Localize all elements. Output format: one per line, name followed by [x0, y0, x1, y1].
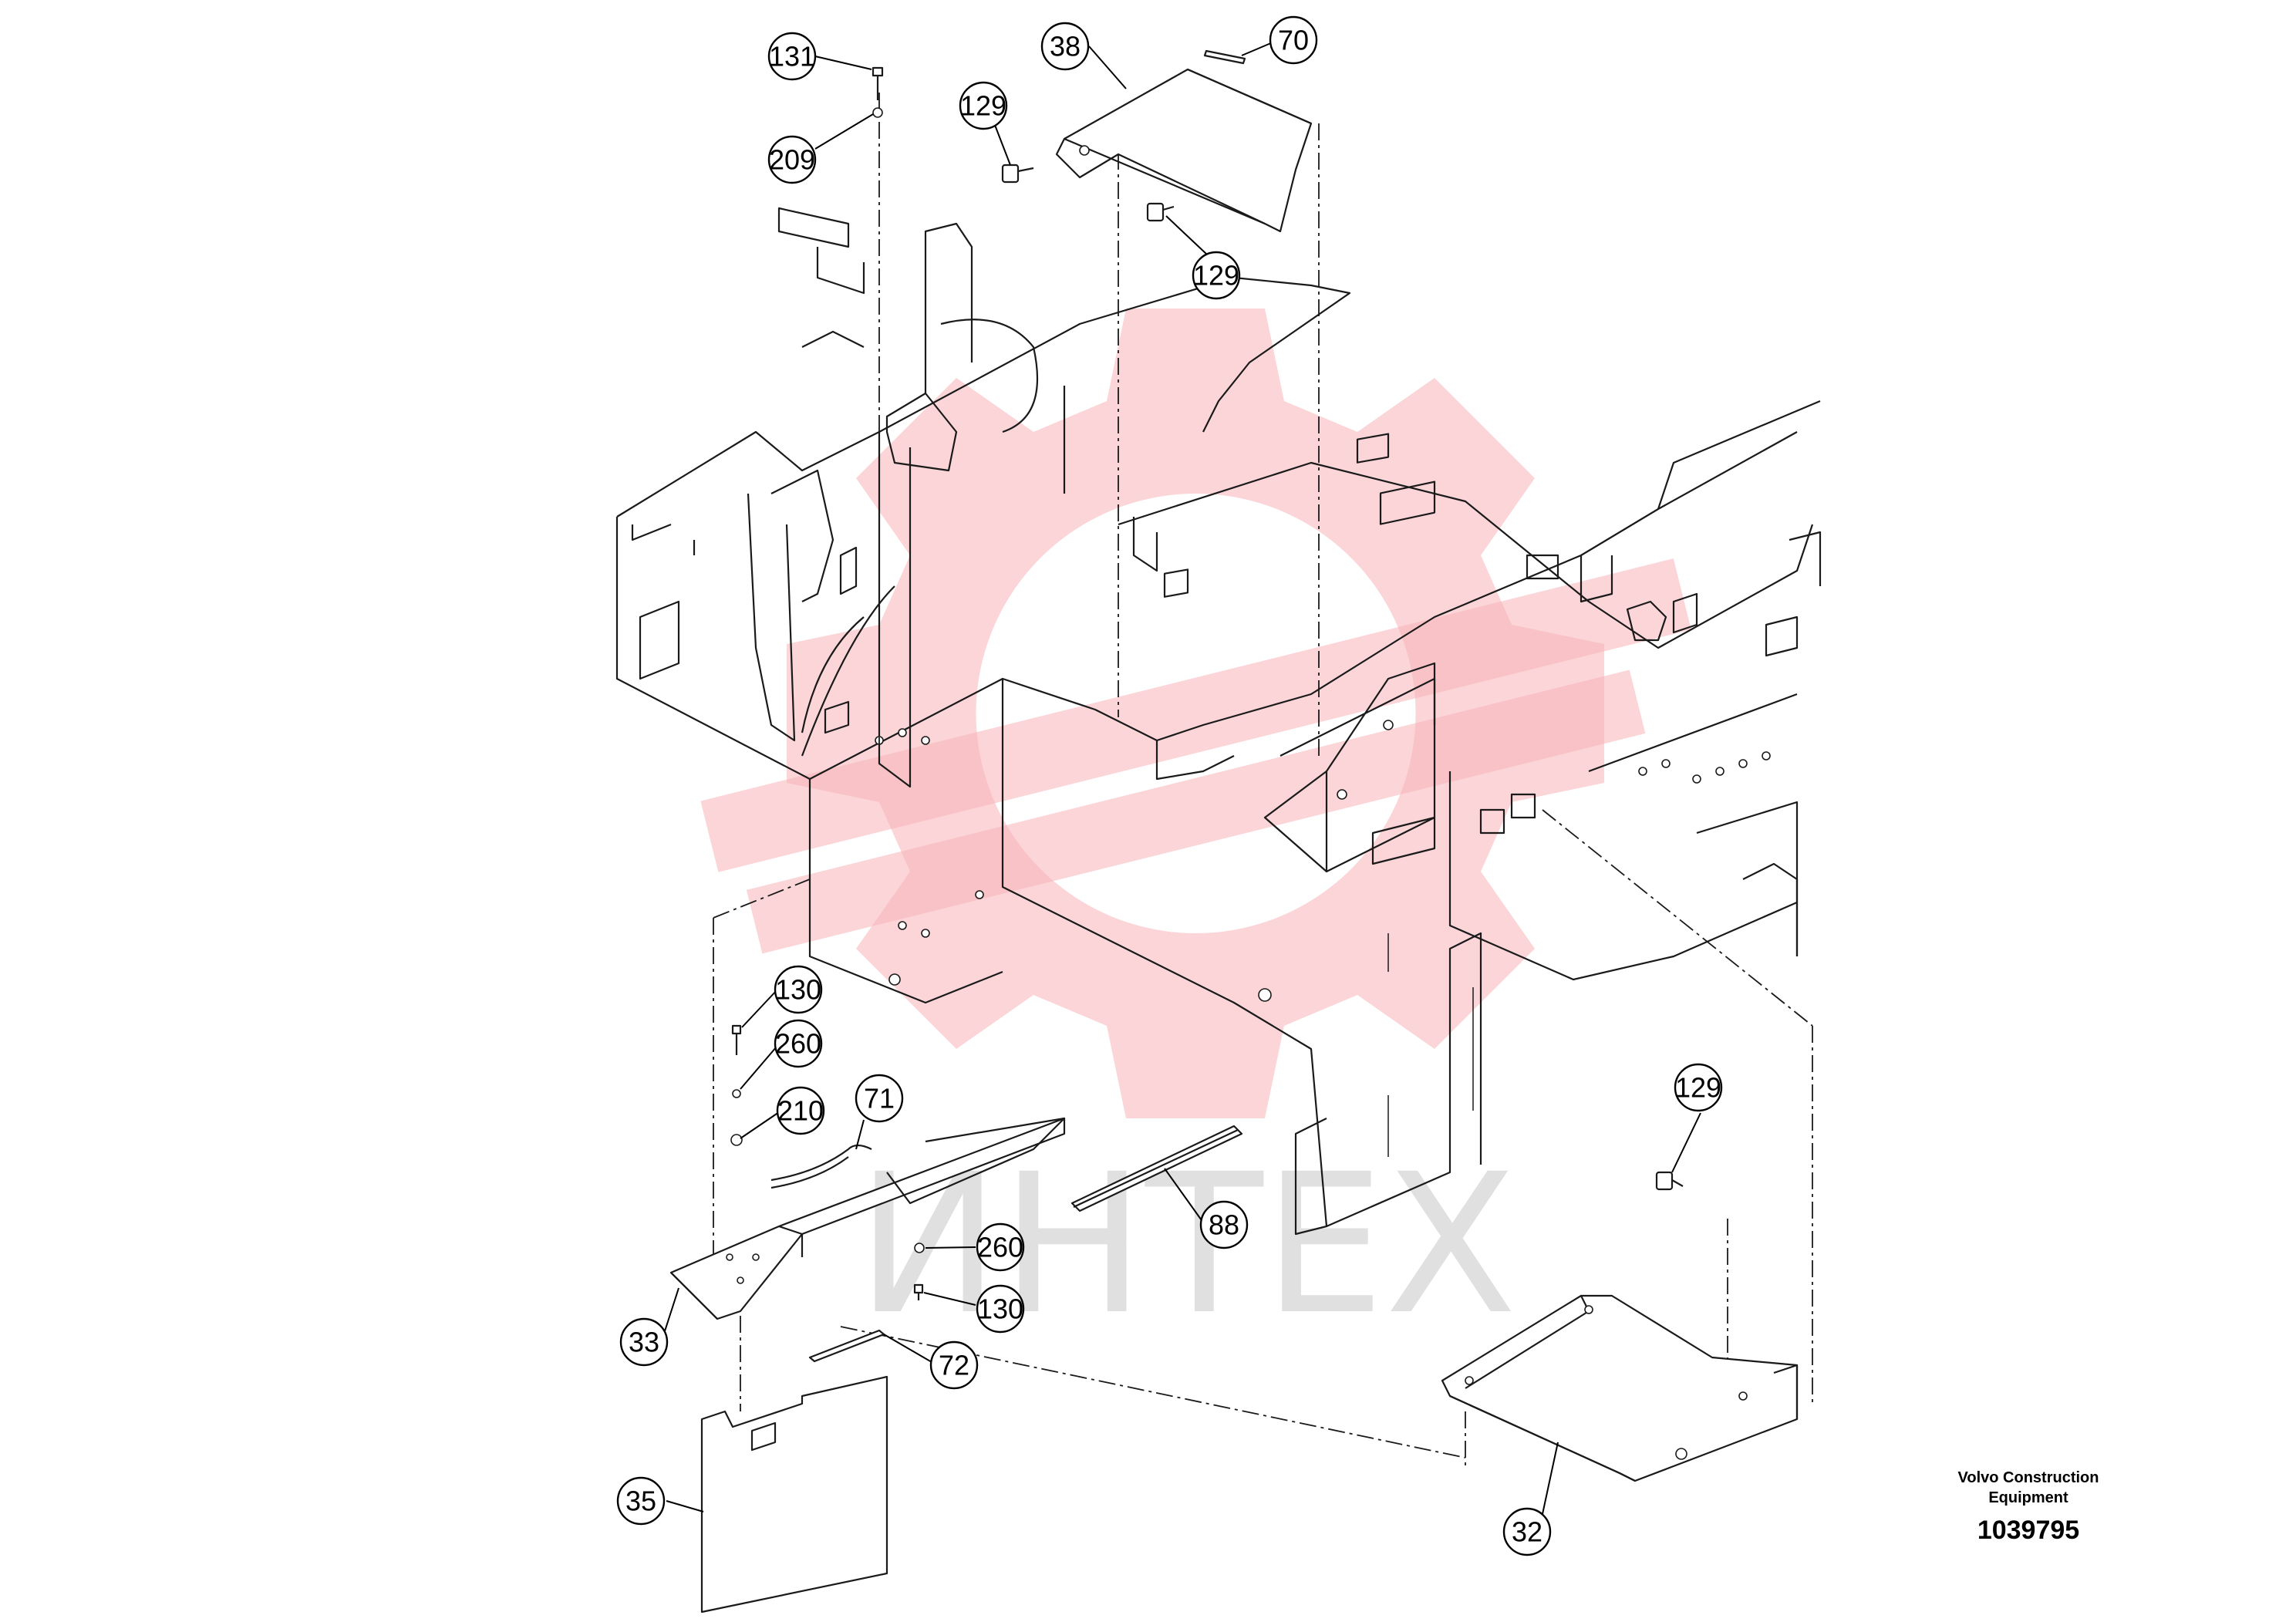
svg-text:72: 72 [939, 1350, 969, 1381]
svg-text:130: 130 [977, 1293, 1023, 1325]
part-70-pin [1203, 49, 1246, 65]
part-71-hose [770, 1144, 872, 1189]
svg-text:131: 131 [769, 41, 815, 73]
bolt-131 [872, 66, 884, 100]
projection-lines [713, 93, 1813, 1465]
svg-text:129: 129 [1675, 1072, 1721, 1104]
callout-129-top-left: 129 [959, 81, 1008, 130]
bolt-130-left [731, 1024, 742, 1055]
brand-line-2: Equipment [1988, 1489, 2068, 1506]
svg-text:38: 38 [1050, 31, 1081, 62]
part-33-tray [669, 1117, 1066, 1320]
svg-text:130: 130 [775, 974, 821, 1006]
bolt-129-top-right [1146, 202, 1175, 222]
svg-text:260: 260 [775, 1028, 821, 1060]
svg-text:129: 129 [1193, 260, 1239, 292]
callout-209: 209 [767, 135, 817, 184]
svg-text:210: 210 [777, 1095, 824, 1127]
callout-130-center: 130 [976, 1284, 1025, 1334]
svg-text:129: 129 [960, 90, 1006, 122]
main-frame [615, 207, 1822, 1236]
callout-33: 33 [619, 1317, 669, 1367]
callout-70: 70 [1269, 15, 1318, 65]
washer-260-left [732, 1089, 741, 1098]
svg-text:88: 88 [1209, 1209, 1239, 1241]
watermark-gear-icon [700, 309, 1691, 1118]
diagram-number: 1039795 [1977, 1516, 2080, 1545]
bolt-129-top-left [1001, 164, 1034, 184]
brand-line-1: Volvo Construction [1957, 1469, 2099, 1486]
svg-text:32: 32 [1512, 1516, 1542, 1548]
part-32-tray [1441, 1294, 1799, 1482]
callout-129-right: 129 [1674, 1063, 1723, 1112]
callout-260-left: 260 [774, 1019, 823, 1068]
callout-210: 210 [776, 1086, 825, 1135]
washer-209 [872, 107, 883, 118]
svg-text:33: 33 [629, 1327, 659, 1358]
callout-71: 71 [855, 1074, 904, 1123]
callout-88: 88 [1199, 1200, 1249, 1249]
callout-35: 35 [616, 1476, 666, 1526]
brand-block: Volvo Construction Equipment 1039795 [1913, 1468, 2144, 1546]
callout-38: 38 [1040, 22, 1090, 71]
bolt-130-center [913, 1283, 924, 1300]
leader-lines [663, 42, 1701, 1515]
bolt-129-right [1655, 1171, 1684, 1191]
part-38-bracket [1055, 68, 1313, 233]
svg-text:35: 35 [625, 1485, 656, 1517]
callout-129-top-right: 129 [1192, 251, 1241, 300]
callout-130-left: 130 [774, 965, 823, 1014]
washer-210-left [730, 1134, 743, 1146]
svg-text:70: 70 [1278, 25, 1309, 56]
callout-32: 32 [1502, 1507, 1552, 1556]
callout-72: 72 [929, 1340, 979, 1390]
callout-260-center: 260 [976, 1222, 1025, 1272]
svg-text:209: 209 [769, 144, 815, 176]
callout-131: 131 [767, 32, 817, 81]
svg-text:71: 71 [864, 1083, 895, 1114]
washer-260-center [914, 1243, 925, 1253]
svg-text:260: 260 [977, 1232, 1023, 1263]
part-35-panel [700, 1375, 888, 1614]
